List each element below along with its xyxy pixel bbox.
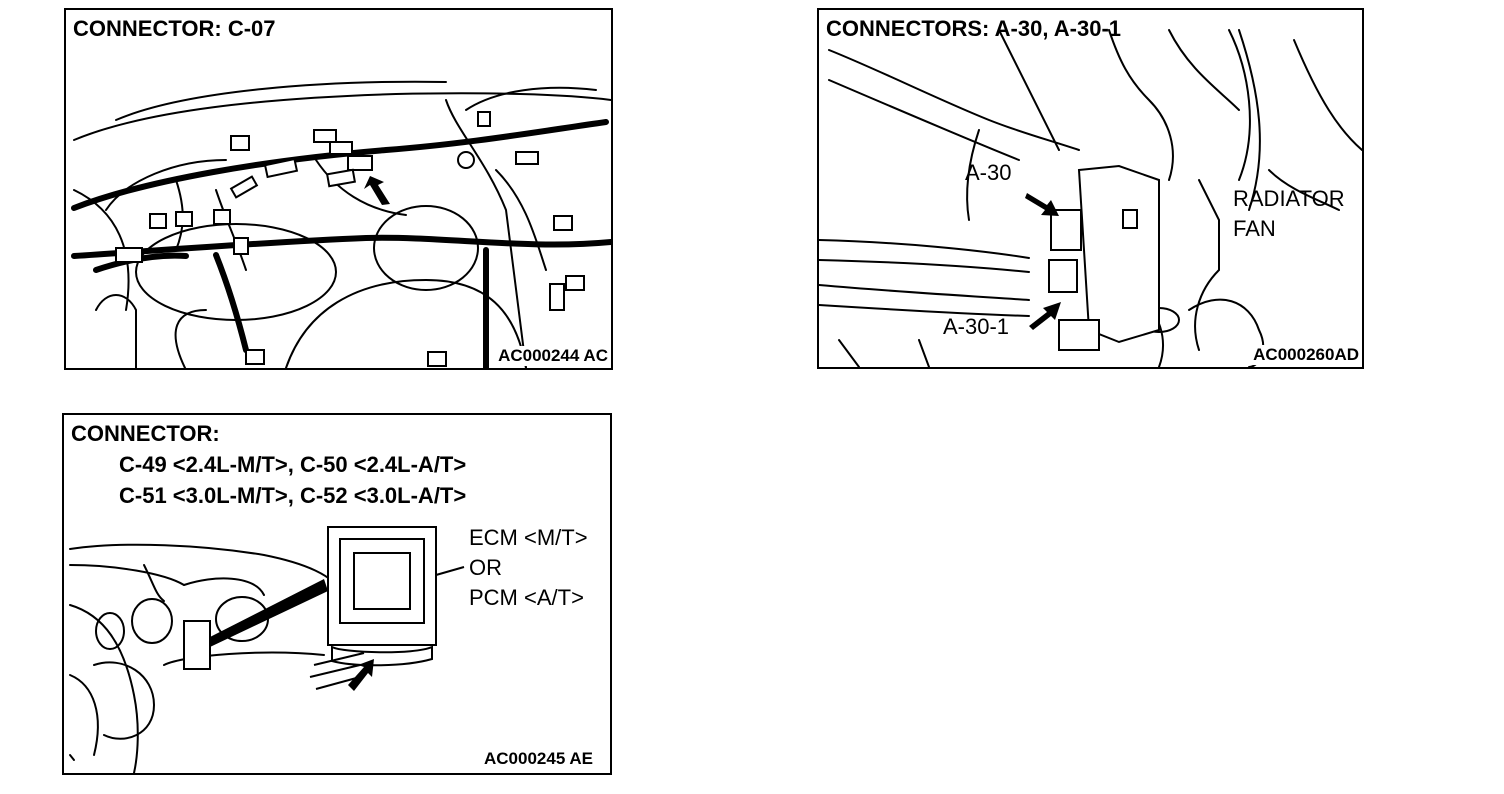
callout-a30-1: A-30-1 [943, 314, 1010, 339]
module-label-line3: PCM <A/T> [469, 585, 584, 610]
connector-list-line1: C-49 <2.4L-M/T>, C-50 <2.4L-A/T> [119, 452, 467, 477]
dashboard-harness-illustration [71, 80, 611, 368]
panel-connector-c49-c52: CONNECTOR: C-49 <2.4L-M/T>, C-50 <2.4L-A… [62, 413, 612, 775]
arrow-icon [348, 659, 374, 691]
arrow-icon [1029, 302, 1061, 330]
module-label-line2: OR [469, 555, 502, 580]
figure-code: AC000260AD [1252, 345, 1360, 365]
arrow-icon [364, 176, 390, 205]
panel-title: CONNECTORS: A-30, A-30-1 [826, 16, 1122, 41]
module-label-line1: ECM <M/T> [469, 525, 588, 550]
radiator-fan-label-line1: RADIATOR [1233, 186, 1345, 211]
panel-title: CONNECTOR: [71, 421, 220, 446]
radiator-fan-label-line2: FAN [1233, 216, 1276, 241]
ecm-pcm-illustration [69, 526, 465, 773]
figure-code: AC000245 AE [483, 749, 594, 769]
radiator-fan-illustration [819, 29, 1362, 367]
callout-a30: A-30 [965, 160, 1012, 185]
panel-connector-c07: CONNECTOR: C-07 AC000244 AC [64, 8, 613, 370]
figure-code: AC000244 AC [497, 346, 609, 366]
panel-connectors-a30: CONNECTORS: A-30, A-30-1 A-30 A-30-1 RAD… [817, 8, 1364, 369]
arrow-icon [1025, 193, 1059, 216]
panel-title: CONNECTOR: C-07 [73, 16, 276, 41]
connector-list-line2: C-51 <3.0L-M/T>, C-52 <3.0L-A/T> [119, 483, 467, 508]
